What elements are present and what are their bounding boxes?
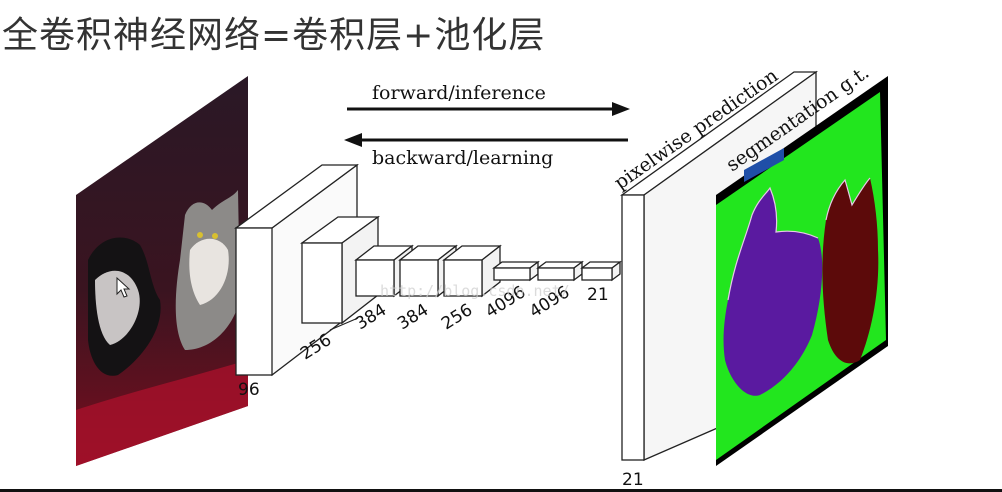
- output-channels-label: 21: [622, 470, 644, 490]
- layer-box-256-b: [442, 244, 502, 298]
- backward-arrow: [344, 133, 628, 147]
- layer-label-21: 21: [587, 285, 609, 305]
- layer-box-4096-b: [536, 260, 584, 282]
- segmentation-gt: [716, 76, 888, 466]
- layer-label-384-b: 384: [394, 300, 432, 334]
- connector-line: [329, 317, 359, 331]
- layer-box-4096-a: [492, 260, 540, 282]
- bottom-border: [0, 489, 1002, 492]
- layer-label-96: 96: [238, 380, 260, 400]
- layer-box-256: [299, 215, 381, 325]
- forward-arrow: [347, 102, 630, 116]
- slide-title: 全卷积神经网络=卷积层+池化层: [2, 15, 546, 56]
- backward-label: backward/learning: [372, 147, 553, 169]
- mouse-cursor-icon: [116, 276, 131, 298]
- layer-box-21: [580, 260, 622, 282]
- watermark: http://blog.csdn.net/: [380, 282, 570, 300]
- layer-label-256-b: 256: [438, 300, 476, 334]
- forward-label: forward/inference: [372, 82, 546, 104]
- input-photo: [76, 76, 248, 466]
